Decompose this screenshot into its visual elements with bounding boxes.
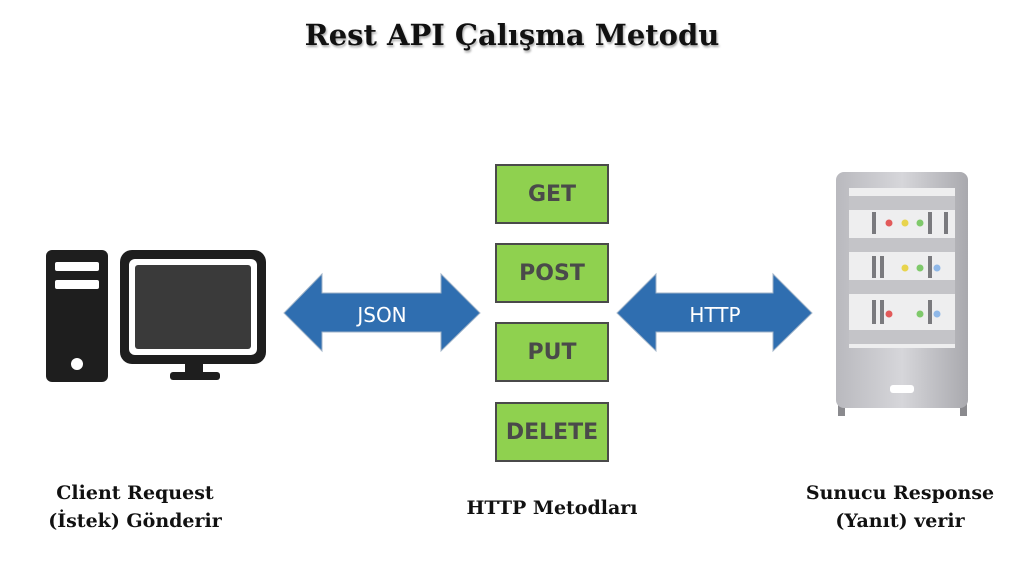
client-caption-line-1: Client Request	[56, 482, 214, 504]
monitor-stand	[170, 372, 220, 380]
monitor-bezel	[129, 259, 257, 355]
monitor-frame	[120, 250, 266, 364]
server-shelf	[849, 238, 955, 252]
method-get-box: GET	[495, 164, 609, 224]
method-post-box: POST	[495, 243, 609, 303]
arrow-shape	[616, 272, 813, 353]
monitor-neck	[185, 364, 203, 374]
server-caption: Sunucu Response (Yanıt) verir	[790, 479, 1010, 535]
method-put-box: PUT	[495, 322, 609, 382]
monitor-screen	[135, 265, 251, 349]
client-caption-line-2: (İstek) Gönderir	[48, 510, 222, 532]
server-rack-area	[849, 188, 955, 348]
http-arrow-label: HTTP	[689, 303, 740, 327]
diagram-title: Rest API Çalışma Metodu	[304, 18, 720, 52]
server-unit	[872, 212, 948, 234]
server-caption-line-1: Sunucu Response	[805, 482, 995, 504]
computer-tower	[46, 250, 108, 382]
server-handle	[890, 385, 914, 393]
arrow-shape	[283, 272, 481, 353]
method-delete-box: DELETE	[495, 402, 609, 462]
server-unit	[872, 256, 941, 278]
server-caption-line-2: (Yanıt) verir	[835, 510, 965, 532]
client-caption: Client Request (İstek) Gönderir	[20, 479, 250, 535]
tower-power-button	[71, 358, 83, 370]
server-foot	[960, 404, 967, 416]
server-foot	[838, 404, 845, 416]
server-unit	[872, 300, 941, 324]
tower-drive-slot	[55, 280, 99, 289]
json-arrow-label: JSON	[355, 303, 406, 327]
methods-caption: HTTP Metodları	[466, 497, 638, 519]
server-shelf	[849, 330, 955, 344]
server-shelf	[849, 280, 955, 294]
server-shelf	[849, 196, 955, 210]
tower-drive-slot	[55, 262, 99, 271]
server-cabinet	[836, 172, 968, 408]
